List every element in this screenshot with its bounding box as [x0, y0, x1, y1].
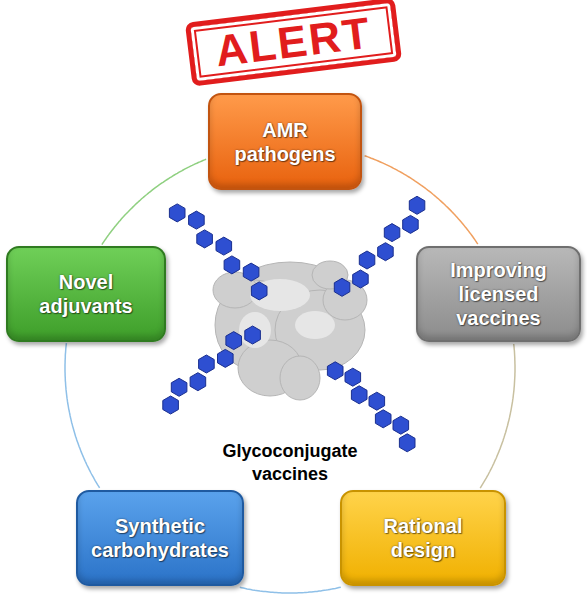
sugar-hexagon	[334, 278, 350, 296]
ring-connector	[240, 587, 341, 593]
sugar-hexagon	[369, 392, 385, 410]
glycan-chains	[163, 196, 425, 451]
box-label: Synthetic carbohydrates	[88, 514, 232, 562]
process-box: Novel adjuvants	[6, 246, 166, 342]
sugar-hexagon	[403, 215, 419, 233]
sugar-hexagon	[163, 396, 179, 414]
sugar-hexagon	[226, 332, 242, 350]
box-label: Rational design	[352, 514, 494, 562]
sugar-hexagon	[224, 256, 240, 274]
box-label: Novel adjuvants	[18, 270, 154, 318]
protein-structure	[213, 261, 367, 400]
sugar-hexagon	[197, 230, 213, 248]
sugar-hexagon	[218, 349, 234, 367]
sugar-hexagon	[353, 270, 369, 288]
ring-connector	[365, 156, 478, 244]
process-box: AMR pathogens	[208, 93, 362, 190]
sugar-hexagon	[409, 196, 425, 214]
sugar-hexagon	[189, 211, 205, 229]
sugar-hexagon	[378, 243, 394, 261]
sugar-hexagon	[375, 410, 391, 428]
process-box: Rational design	[340, 490, 506, 586]
sugar-hexagon	[169, 204, 185, 222]
sugar-hexagon	[243, 263, 259, 281]
sugar-hexagon	[251, 282, 267, 300]
sugar-hexagon	[384, 224, 400, 242]
sugar-hexagon	[345, 368, 361, 386]
sugar-hexagon	[327, 362, 343, 380]
sugar-hexagon	[171, 378, 187, 396]
sugar-hexagon	[399, 434, 415, 452]
process-box: Synthetic carbohydrates	[76, 490, 244, 586]
box-label: Improving licensed vaccines	[428, 258, 569, 330]
sugar-hexagon	[190, 373, 206, 391]
ring-connector	[65, 343, 100, 488]
center-title: Glycoconjugate vaccines	[185, 440, 395, 485]
sugar-hexagon	[393, 416, 409, 434]
sugar-hexagon	[351, 386, 367, 404]
sugar-hexagon	[359, 251, 375, 269]
ring-connector	[102, 159, 206, 244]
sugar-hexagon	[245, 326, 261, 344]
sugar-hexagon	[216, 237, 232, 255]
box-label: AMR pathogens	[220, 118, 350, 166]
ring-connector	[480, 344, 515, 488]
alert-stamp: ALERT	[185, 0, 402, 87]
process-box: Improving licensed vaccines	[416, 246, 581, 342]
sugar-hexagon	[199, 355, 215, 373]
